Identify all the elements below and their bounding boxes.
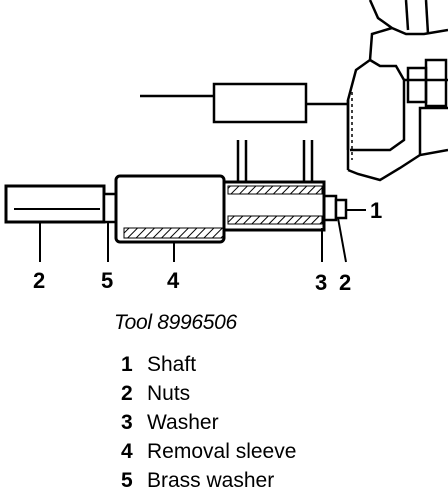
legend-label: Washer <box>147 411 219 434</box>
callout-2-left: 2 <box>33 268 45 293</box>
bearing-body <box>140 82 348 184</box>
callout-4: 4 <box>167 268 180 293</box>
legend-label: Nuts <box>147 382 191 405</box>
legend-number: 3 <box>121 411 133 434</box>
legend-number: 2 <box>121 382 133 405</box>
callout-5: 5 <box>101 268 113 293</box>
legend-item: 1 Shaft <box>121 350 296 379</box>
callout-3: 3 <box>315 270 327 295</box>
removal-sleeve <box>114 174 326 244</box>
legend-number: 1 <box>121 353 133 376</box>
extension-tube <box>4 184 120 224</box>
legend-item: 4 Removal sleeve <box>121 437 296 466</box>
callout-1: 1 <box>370 198 382 223</box>
legend-label: Brass washer <box>147 469 275 492</box>
legend-number: 4 <box>121 440 133 463</box>
legend-item: 5 Brass washer <box>121 466 296 495</box>
legend-number: 5 <box>121 469 133 492</box>
tool-caption: Tool 8996506 <box>114 311 237 334</box>
legend-item: 2 Nuts <box>121 379 296 408</box>
housing-outline <box>346 0 448 182</box>
callout-2-right: 2 <box>339 270 351 295</box>
legend-item: 3 Washer <box>121 408 296 437</box>
parts-legend: 1 Shaft 2 Nuts 3 Washer 4 Removal sleeve 5 Br… <box>121 350 296 495</box>
callout-leaders <box>39 209 366 263</box>
legend-label: Removal sleeve <box>147 440 297 463</box>
tool-diagram: 1 2 5 4 3 2 <box>4 0 448 295</box>
legend-label: Shaft <box>147 353 197 376</box>
